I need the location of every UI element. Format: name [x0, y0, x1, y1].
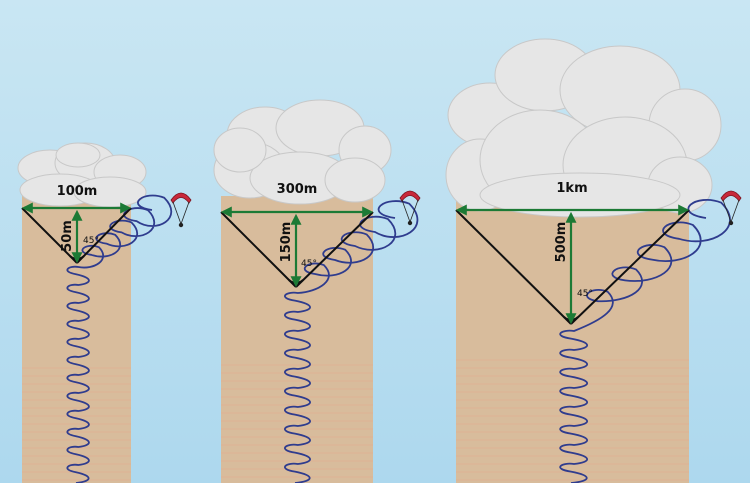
paraglider-icon	[399, 190, 421, 226]
column-stripes	[456, 359, 689, 481]
cone-edge	[21, 207, 78, 264]
angle-label: 45°	[577, 289, 593, 299]
cone-edge	[295, 211, 374, 288]
width-label: 100m	[57, 184, 98, 199]
cloud-puff	[55, 142, 101, 168]
thermal-spiral-icon	[66, 194, 172, 483]
height-label: 500m	[554, 222, 569, 263]
width-label: 1km	[556, 181, 587, 196]
width-label: 300m	[277, 182, 318, 197]
cloud-puff	[324, 157, 386, 203]
height-label: 50m	[60, 220, 75, 252]
angle-label: 45°	[83, 236, 99, 246]
height-label: 150m	[279, 222, 294, 263]
column-stripes	[22, 367, 131, 481]
thermal-1: 100m 50m 45°	[17, 142, 192, 483]
column-stripes	[221, 364, 373, 478]
cone-edge	[76, 207, 132, 264]
thermal-spiral-icon	[559, 198, 731, 483]
paraglider-icon	[720, 190, 742, 226]
pilot	[178, 222, 184, 228]
cloud-icon	[213, 99, 392, 205]
glider-line	[172, 201, 182, 225]
glider-line	[722, 199, 732, 223]
cloud-puff	[213, 127, 267, 173]
glider-line	[730, 199, 740, 223]
pilot	[407, 220, 413, 226]
cone-edge	[455, 209, 572, 325]
thermal-3: 1km 500m 45°	[445, 38, 742, 483]
angle-label: 45°	[301, 259, 317, 269]
cone-edge	[220, 211, 297, 288]
glider-line	[409, 199, 419, 223]
cloud-icon	[17, 142, 147, 208]
pilot	[728, 220, 734, 226]
glider-line	[401, 199, 411, 223]
paraglider-icon	[170, 192, 192, 228]
glider-line	[180, 201, 190, 225]
cone-edge	[570, 209, 690, 325]
thermal-2: 300m 150m 45°	[213, 99, 421, 483]
